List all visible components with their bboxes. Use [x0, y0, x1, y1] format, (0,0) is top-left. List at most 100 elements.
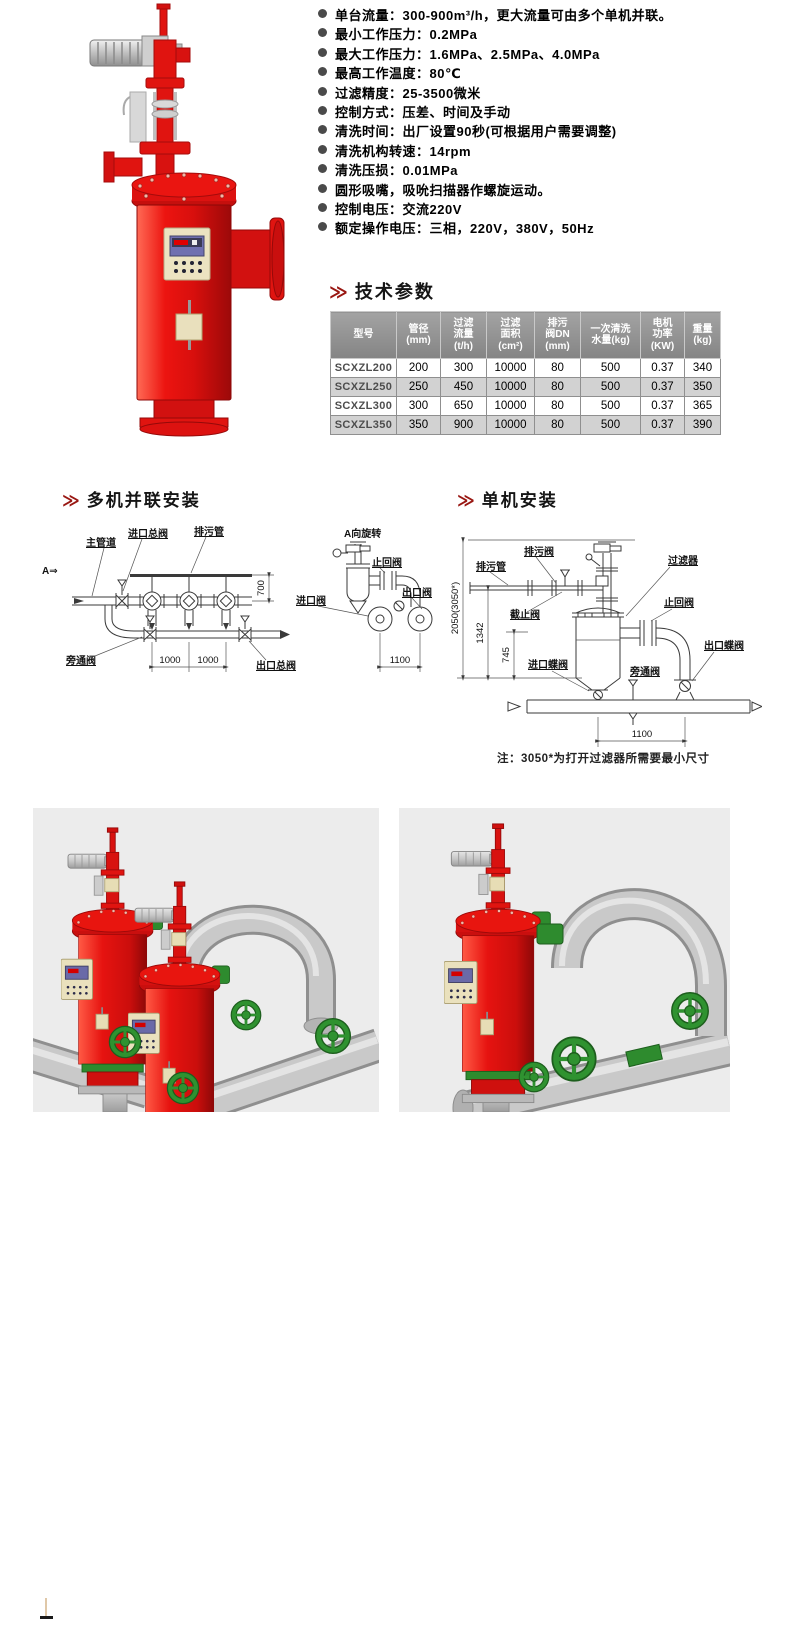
list-item: 过滤精度：25-3500微米 — [318, 83, 796, 102]
list-item: 控制方式：压差、时间及手动 — [318, 102, 796, 121]
render-single-unit — [399, 808, 730, 1112]
drain-line — [469, 569, 603, 596]
bullet-icon — [318, 47, 327, 57]
value-cell: 10000 — [486, 396, 535, 416]
spec-text: 单台流量：300-900m³/h，更大流量可由多个单机并联。 — [335, 8, 673, 23]
value-cell: 390 — [684, 415, 721, 435]
label-drain-pipe: 排污管 — [476, 560, 506, 573]
bullet-icon — [318, 164, 327, 174]
column-header: 管径(mm) — [396, 311, 441, 359]
check-valve-elbow — [620, 620, 696, 701]
bullet-icon — [318, 67, 327, 77]
filter-vessel-outline — [572, 607, 624, 691]
list-item: 额定操作电压：三相，220V，380V，50Hz — [318, 218, 796, 237]
value-cell: 200 — [396, 358, 441, 378]
control-panel — [163, 227, 211, 281]
value-cell: 450 — [440, 377, 487, 397]
label-main-pipe: 主管道 — [86, 536, 116, 549]
multi-install-diagram: A⇒ — [42, 525, 433, 672]
value-cell: 10000 — [486, 415, 535, 435]
column-header: 电机功率(KW) — [640, 311, 685, 359]
dim-700: 700 — [256, 580, 267, 596]
install-note: 注：3050*为打开过滤器所需要最小尺寸 — [497, 753, 710, 765]
list-item: 清洗压损：0.01MPa — [318, 160, 796, 179]
spec-text: 清洗机构转速：14rpm — [335, 143, 472, 159]
list-item: 最高工作温度：80℃ — [318, 63, 796, 82]
rotation-view: A向旋转 止回阀 进口阀 出口阀 1100 — [296, 527, 433, 672]
column-header: 过滤面积(cm²) — [486, 311, 535, 359]
value-cell: 350 — [684, 377, 721, 397]
label-drain-valve: 排污阀 — [524, 545, 554, 558]
sensor-box — [175, 300, 203, 350]
spec-text: 最小工作压力：0.2MPa — [335, 27, 478, 43]
value-cell: 80 — [534, 396, 581, 416]
value-cell: 250 — [396, 377, 441, 397]
list-item: 单台流量：300-900m³/h，更大流量可由多个单机并联。 — [318, 5, 796, 24]
label-inlet-main-valve: 进口总阀 — [128, 527, 168, 540]
spec-text: 圆形吸嘴，吸吮扫描器作螺旋运动。 — [335, 182, 552, 198]
model-cell: SCXZL350 — [330, 415, 397, 435]
label-outlet-main-valve: 出口总阀 — [256, 659, 296, 672]
bullet-icon — [318, 28, 327, 38]
spec-text: 清洗时间：出厂设置90秒(可根据用户需要调整) — [335, 124, 617, 140]
spec-text: 额定操作电压：三相，220V，380V，50Hz — [335, 221, 595, 237]
inlet-main-valve-symbol — [115, 579, 129, 609]
section-heading-single-install: ≫单机安装 — [457, 486, 558, 511]
outlet-pipe — [230, 229, 274, 289]
model-cell: SCXZL300 — [330, 396, 397, 416]
value-cell: 340 — [684, 358, 721, 378]
bullet-icon — [318, 125, 327, 135]
column-header: 过滤流量(t/h) — [440, 311, 487, 359]
scan-artifact — [45, 1598, 47, 1616]
filter-unit — [444, 822, 552, 1104]
bypass-valve — [628, 679, 638, 725]
value-cell: 80 — [534, 358, 581, 378]
list-item: 最大工作压力：1.6MPa、2.5MPa、4.0MPa — [318, 44, 796, 63]
model-cell: SCXZL200 — [330, 358, 397, 378]
label-bypass-valve: 旁通阀 — [629, 665, 660, 678]
inlet-butterfly-valve — [588, 689, 608, 700]
dim-1100: 1100 — [632, 729, 652, 740]
label-drain-pipe: 排污管 — [194, 525, 224, 538]
section-heading-tech-params: ≫技术参数 — [329, 278, 435, 304]
label-rotate-view: A向旋转 — [344, 527, 381, 540]
label-check-valve: 止回阀 — [372, 556, 402, 569]
outlet-main-valve-symbol — [238, 615, 252, 642]
view-arrow-label: A⇒ — [42, 566, 58, 577]
value-cell: 0.37 — [640, 415, 685, 435]
filter-top-assembly — [89, 3, 191, 183]
product-photo-self-cleaning-filter — [89, 3, 285, 437]
column-header: 一次清洗水量(kg) — [580, 311, 641, 359]
value-cell: 80 — [534, 377, 581, 397]
chevron-icon: ≫ — [457, 491, 475, 510]
value-cell: 650 — [440, 396, 487, 416]
spec-text: 控制方式：压差、时间及手动 — [335, 104, 511, 120]
params-table: 型号管径(mm)过滤流量(t/h)过滤面积(cm²)排污阀DN(mm)一次清洗水… — [330, 311, 721, 435]
filter-vessel — [131, 172, 285, 437]
green-valve-icon — [319, 1022, 348, 1051]
filter-top — [585, 541, 622, 613]
column-header: 排污阀DN(mm) — [534, 311, 581, 359]
spec-text: 清洗压损：0.01MPa — [335, 163, 459, 179]
led-display — [174, 240, 188, 245]
value-cell: 365 — [684, 396, 721, 416]
label-bypass-valve: 旁通阀 — [65, 654, 96, 667]
value-cell: 500 — [580, 415, 641, 435]
table-header-row: 型号管径(mm)过滤流量(t/h)过滤面积(cm²)排污阀DN(mm)一次清洗水… — [330, 311, 721, 359]
bypass-valve-symbol — [143, 615, 157, 642]
spec-list: 单台流量：300-900m³/h，更大流量可由多个单机并联。 最小工作压力：0.… — [318, 5, 796, 238]
render-multi-unit — [33, 808, 379, 1112]
value-cell: 300 — [396, 396, 441, 416]
value-cell: 0.37 — [640, 377, 685, 397]
value-cell: 500 — [580, 358, 641, 378]
column-header: 型号 — [330, 311, 397, 359]
spec-text: 过滤精度：25-3500微米 — [335, 85, 481, 101]
list-item: 清洗机构转速：14rpm — [318, 141, 796, 160]
green-valve-icon — [675, 996, 705, 1026]
value-cell: 500 — [580, 396, 641, 416]
green-valve-icon — [112, 1029, 138, 1055]
spec-text: 最高工作温度：80℃ — [335, 66, 462, 82]
bottom-main-pipe — [507, 699, 762, 714]
chevron-icon: ≫ — [329, 282, 348, 302]
